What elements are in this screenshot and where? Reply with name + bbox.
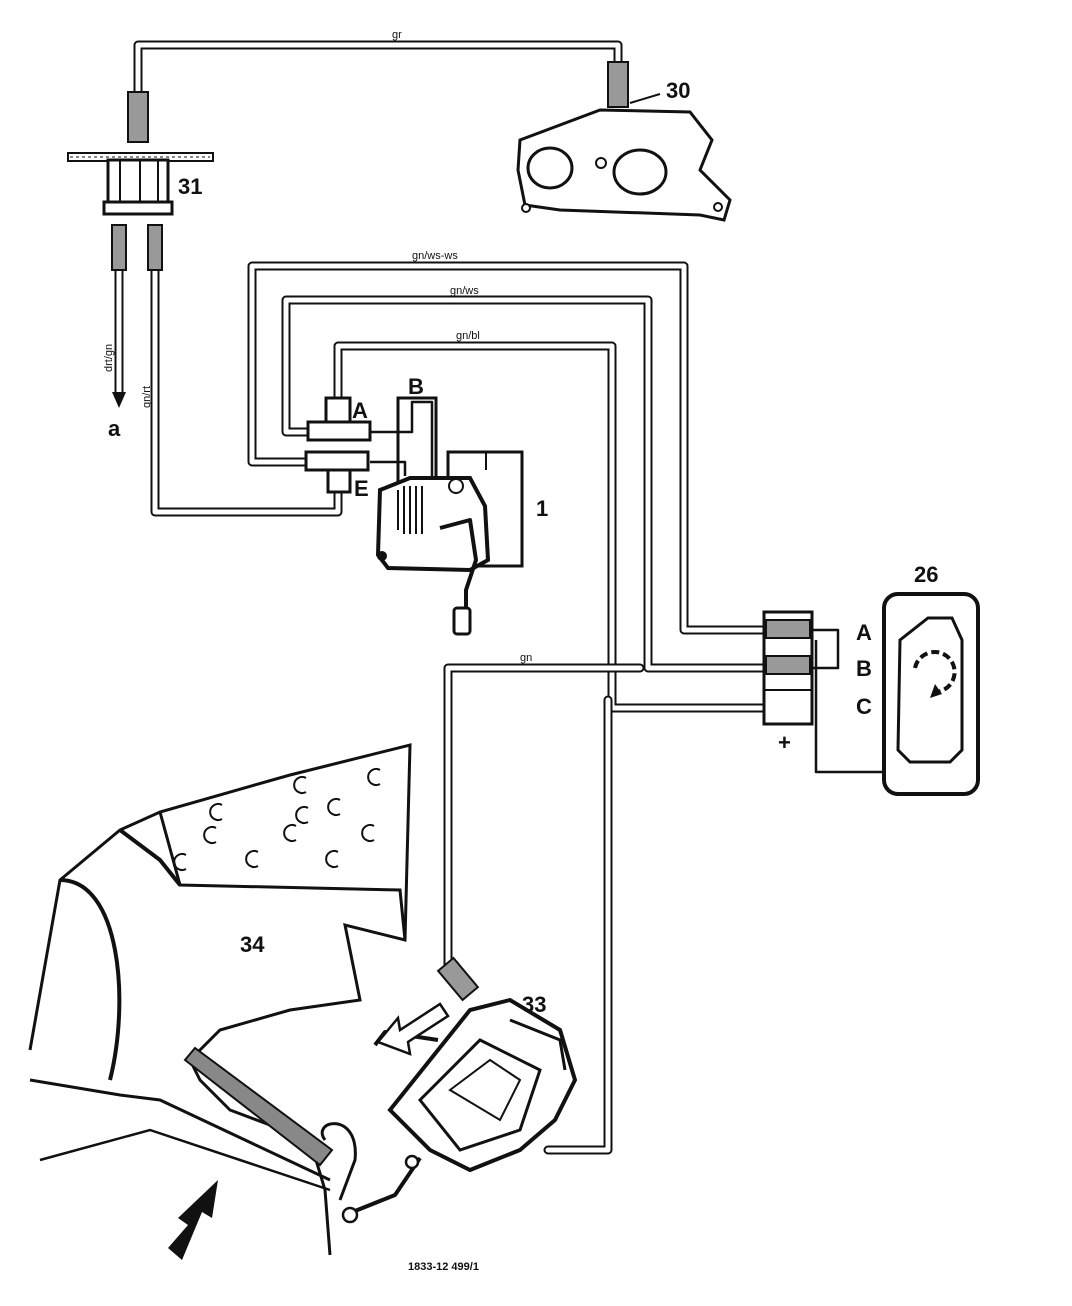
wire-plus bbox=[814, 640, 890, 774]
figure-id: 1833-12 499/1 bbox=[408, 1261, 479, 1273]
label-valve-a: A bbox=[352, 398, 368, 423]
valve-block bbox=[304, 396, 438, 494]
wire-label-gn-ws: gn/ws bbox=[450, 285, 479, 297]
hose-lines bbox=[112, 40, 890, 1155]
label-switch-c: C bbox=[856, 694, 872, 719]
label-33: 33 bbox=[522, 992, 546, 1017]
component-33 bbox=[341, 956, 578, 1224]
label-valve-b: B bbox=[408, 374, 424, 399]
rotate-icon bbox=[913, 650, 957, 698]
label-plus: + bbox=[778, 730, 791, 755]
wire-label-gn-rt: gn/rt bbox=[141, 386, 153, 408]
component-34 bbox=[28, 743, 412, 1256]
component-31 bbox=[67, 91, 214, 271]
label-30: 30 bbox=[666, 78, 690, 103]
component-1 bbox=[375, 450, 524, 636]
wire-label-gn: gn bbox=[520, 652, 532, 664]
arrow-outlet-a bbox=[112, 392, 126, 408]
hose-gn-ws-ws bbox=[247, 261, 775, 635]
hose-gr bbox=[133, 40, 623, 100]
wire-label-gr: gr bbox=[392, 29, 402, 41]
flow-arrow-outline bbox=[375, 1002, 450, 1056]
label-switch-b: B bbox=[856, 656, 872, 681]
label-31: 31 bbox=[178, 174, 202, 199]
label-26: 26 bbox=[914, 562, 938, 587]
component-30 bbox=[516, 61, 732, 222]
flow-arrow-solid bbox=[168, 1180, 218, 1260]
wire-label-gn-bl: gn/bl bbox=[456, 330, 480, 342]
label-1: 1 bbox=[536, 496, 548, 521]
perforations bbox=[173, 768, 381, 871]
wire-label-gn-ws-ws: gn/ws-ws bbox=[412, 250, 458, 262]
label-outlet-a: a bbox=[108, 416, 121, 441]
wire-label-drt-gn: drt/gn bbox=[103, 344, 115, 372]
label-valve-e: E bbox=[354, 476, 369, 501]
switch-26 bbox=[762, 592, 980, 796]
labels: 30 31 1 26 33 34 A B E A B C + gr gn/ws-… bbox=[103, 29, 938, 1273]
label-34: 34 bbox=[240, 932, 265, 957]
label-switch-a: A bbox=[856, 620, 872, 645]
